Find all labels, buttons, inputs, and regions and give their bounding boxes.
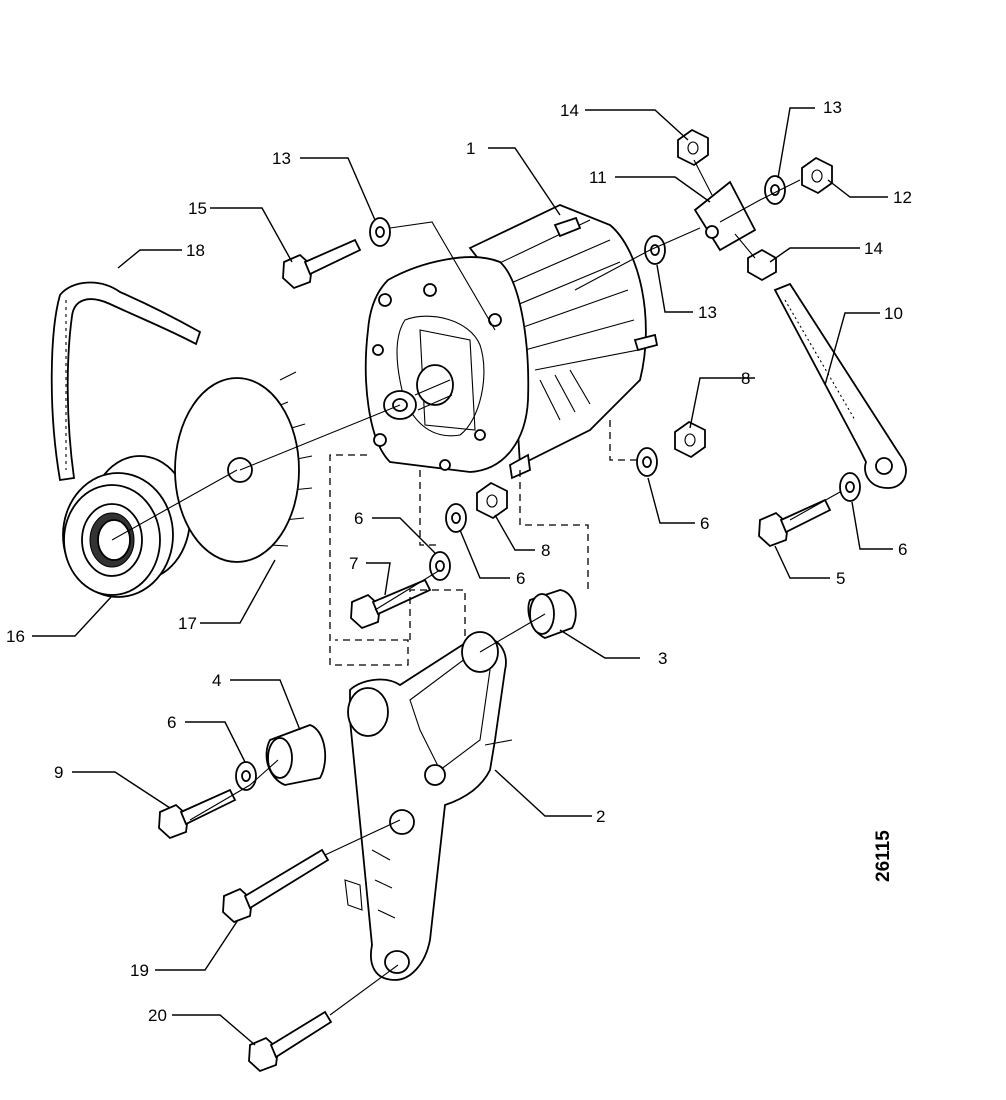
bracket-part — [344, 631, 513, 981]
bush-left-part — [265, 724, 327, 786]
callout-6-b: 6 — [898, 540, 907, 559]
callout-11: 11 — [589, 168, 607, 187]
adjuster-rod-part — [773, 282, 907, 489]
callout-15: 15 — [188, 199, 207, 218]
fan-part — [174, 371, 313, 563]
trunnion-block-part — [693, 180, 757, 252]
callout-1: 1 — [466, 139, 475, 158]
bolt-parts — [158, 238, 832, 1073]
washer-parts — [235, 175, 861, 791]
callout-13-c: 13 — [272, 149, 291, 168]
callout-6-c: 6 — [516, 569, 525, 588]
leader-lines — [32, 107, 893, 1046]
callout-19: 19 — [130, 961, 149, 980]
drive-belt-part — [50, 281, 202, 482]
callout-14-b: 14 — [864, 239, 883, 258]
callout-4: 4 — [212, 671, 221, 690]
callout-18: 18 — [186, 241, 205, 260]
callout-3: 3 — [658, 649, 667, 668]
assembly-lines — [111, 159, 841, 1016]
callout-13-b: 13 — [698, 303, 717, 322]
callout-8-a: 8 — [741, 369, 750, 388]
callout-5: 5 — [836, 569, 845, 588]
nut-parts — [476, 128, 833, 520]
callout-6-a: 6 — [700, 514, 709, 533]
callout-10: 10 — [884, 304, 903, 323]
callout-9: 9 — [54, 763, 63, 782]
pulley-part — [62, 455, 191, 598]
callout-labels: 1 2 3 4 5 6 6 6 6 6 7 8 8 9 10 11 12 13 … — [6, 98, 912, 1025]
callout-12: 12 — [893, 188, 912, 207]
callout-17: 17 — [178, 614, 197, 633]
callout-8-b: 8 — [541, 541, 550, 560]
callout-6-d: 6 — [354, 509, 363, 528]
callout-13-a: 13 — [823, 98, 842, 117]
callout-2: 2 — [596, 807, 605, 826]
callout-14-a: 14 — [560, 101, 579, 120]
callout-6-e: 6 — [167, 713, 176, 732]
bush-right-part — [527, 589, 577, 639]
alternator-part — [364, 204, 659, 480]
callout-20: 20 — [148, 1006, 167, 1025]
drawing-number: 26115 — [873, 830, 894, 882]
callout-16: 16 — [6, 627, 25, 646]
callout-7: 7 — [349, 554, 358, 573]
